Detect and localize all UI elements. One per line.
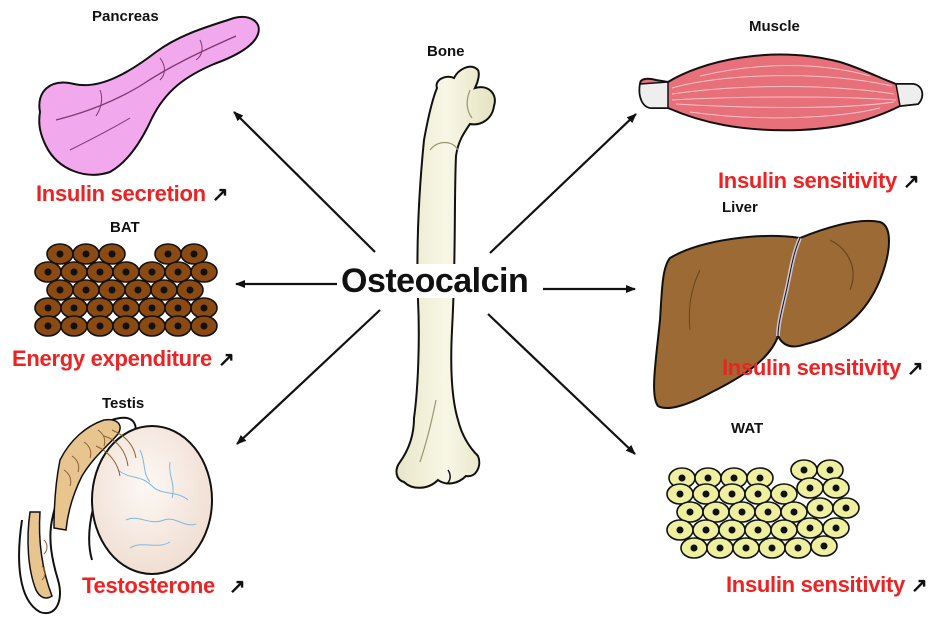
wat-effect: Insulin sensitivity ↗: [726, 574, 927, 596]
pancreas-icon: [39, 17, 259, 175]
white-fat-cells-icon: [667, 460, 859, 558]
muscle-effect: Insulin sensitivity ↗: [718, 170, 919, 192]
bat-effect: Energy expenditure ↗: [12, 348, 234, 370]
liver-label: Liver: [722, 200, 758, 215]
pancreas-label: Pancreas: [92, 9, 159, 24]
arrow-to-pancreas: [234, 112, 375, 252]
bone-label: Bone: [427, 44, 465, 59]
arrow-to-wat: [488, 314, 635, 454]
pancreas-effect: Insulin secretion ↗: [36, 183, 228, 205]
arrow-to-testis: [237, 310, 380, 444]
increase-arrow-icon: ↗: [229, 576, 245, 598]
liver-effect-text: Insulin sensitivity: [722, 355, 901, 380]
wat-label: WAT: [731, 421, 763, 436]
bat-label: BAT: [110, 220, 140, 235]
osteocalcin-label: Osteocalcin: [337, 264, 532, 298]
arrow-to-muscle: [490, 114, 636, 253]
increase-arrow-icon: ↗: [218, 349, 234, 371]
liver-effect: Insulin sensitivity ↗: [722, 357, 923, 379]
muscle-icon: [640, 55, 923, 131]
increase-arrow-icon: ↗: [212, 184, 228, 206]
muscle-label: Muscle: [749, 19, 800, 34]
testis-label: Testis: [102, 396, 144, 411]
increase-arrow-icon: ↗: [911, 575, 927, 597]
testis-effect-text: Testosterone: [82, 573, 215, 598]
muscle-effect-text: Insulin sensitivity: [718, 168, 897, 193]
brown-fat-cells-icon: [35, 244, 217, 336]
pancreas-effect-text: Insulin secretion: [36, 181, 206, 206]
testis-effect: Testosterone ↗: [82, 575, 245, 597]
increase-arrow-icon: ↗: [907, 358, 923, 380]
increase-arrow-icon: ↗: [903, 171, 919, 193]
wat-effect-text: Insulin sensitivity: [726, 572, 905, 597]
bat-effect-text: Energy expenditure: [12, 346, 212, 371]
